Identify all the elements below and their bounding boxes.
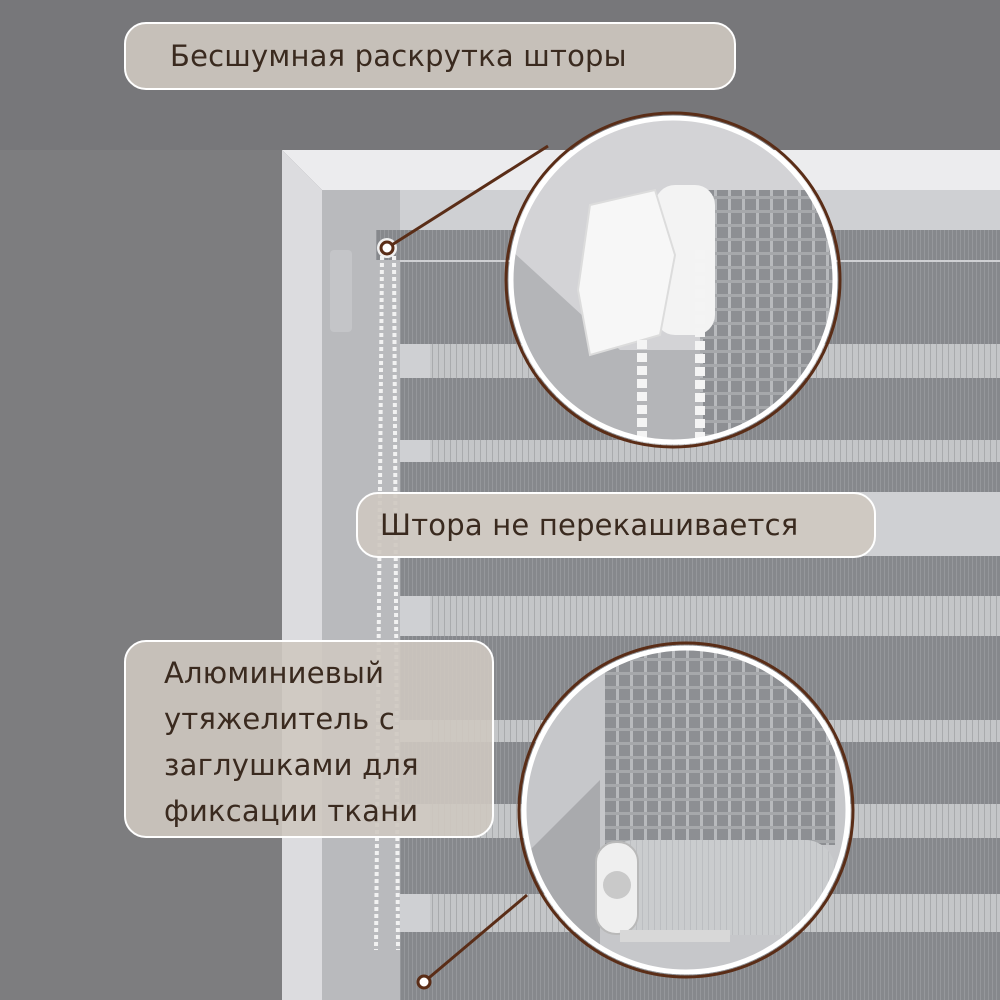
- feature-label-aluminum-weight: Алюминиевый утяжелитель с заглушками для…: [124, 640, 494, 838]
- feature-label-line: утяжелитель с: [164, 702, 395, 736]
- feature-label-silent-unrolling: Бесшумная раскрутка шторы: [124, 22, 736, 90]
- feature-label-line: Алюминиевый: [164, 656, 385, 690]
- feature-label-line: фиксации ткани: [164, 794, 419, 828]
- feature-label-text: Штора не перекашивается: [380, 508, 799, 542]
- feature-label-text: Бесшумная раскрутка шторы: [170, 39, 627, 73]
- feature-label-no-skew: Штора не перекашивается: [356, 492, 876, 558]
- feature-label-line: заглушками для: [164, 748, 419, 782]
